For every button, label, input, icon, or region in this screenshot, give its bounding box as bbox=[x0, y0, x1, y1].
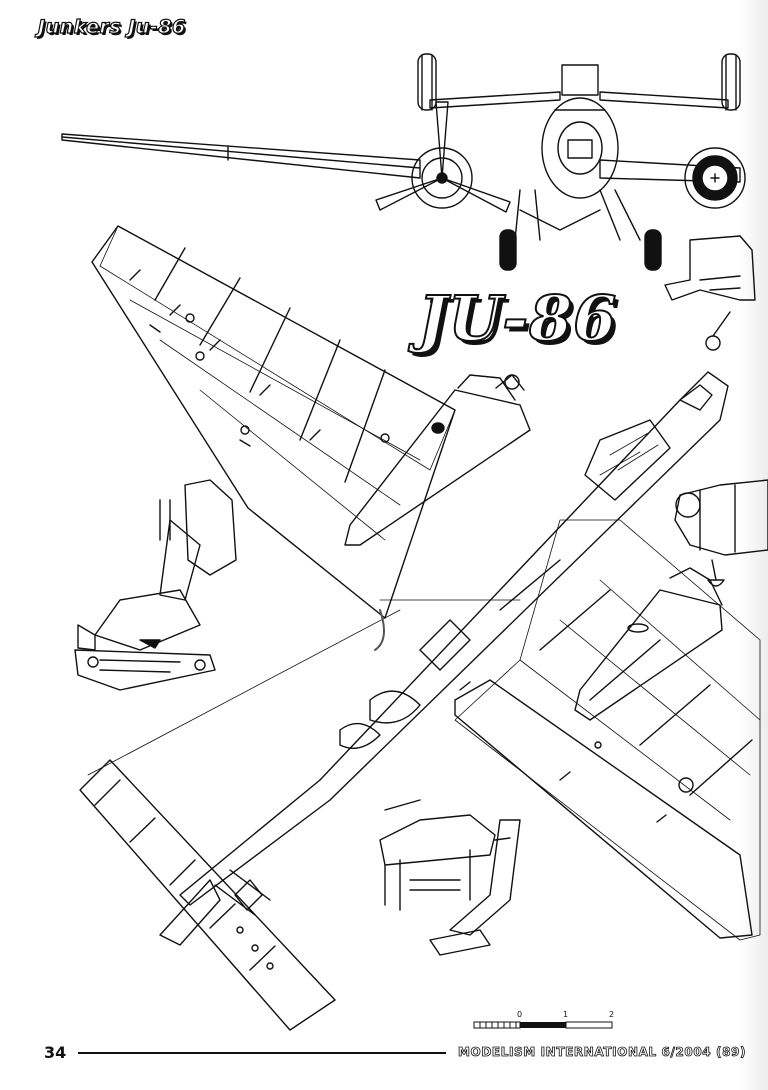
scale-bar: 0 1 2 bbox=[472, 1010, 620, 1032]
drawing-title: JU-86 bbox=[417, 281, 618, 356]
footer-divider bbox=[78, 1052, 446, 1054]
gear-detail-drawing bbox=[379, 799, 521, 956]
page-number: 34 bbox=[44, 1043, 67, 1062]
seat-detail-drawing bbox=[74, 479, 237, 691]
scale-bar-graphic bbox=[473, 1021, 613, 1029]
front-view bbox=[61, 53, 746, 271]
plan-view bbox=[79, 225, 761, 1031]
side-view-nose-fragment bbox=[674, 479, 768, 587]
footer-publication-credit: MODELISM INTERNATIONAL 6/2004 (89) bbox=[458, 1045, 747, 1060]
scale-tick-label: 0 bbox=[517, 1010, 523, 1019]
side-view-tail-fragment bbox=[664, 235, 756, 351]
page-header-title: Junkers Ju-86 bbox=[37, 15, 186, 38]
scale-tick-label: 1 bbox=[563, 1010, 569, 1019]
scale-tick-label: 2 bbox=[609, 1010, 615, 1019]
